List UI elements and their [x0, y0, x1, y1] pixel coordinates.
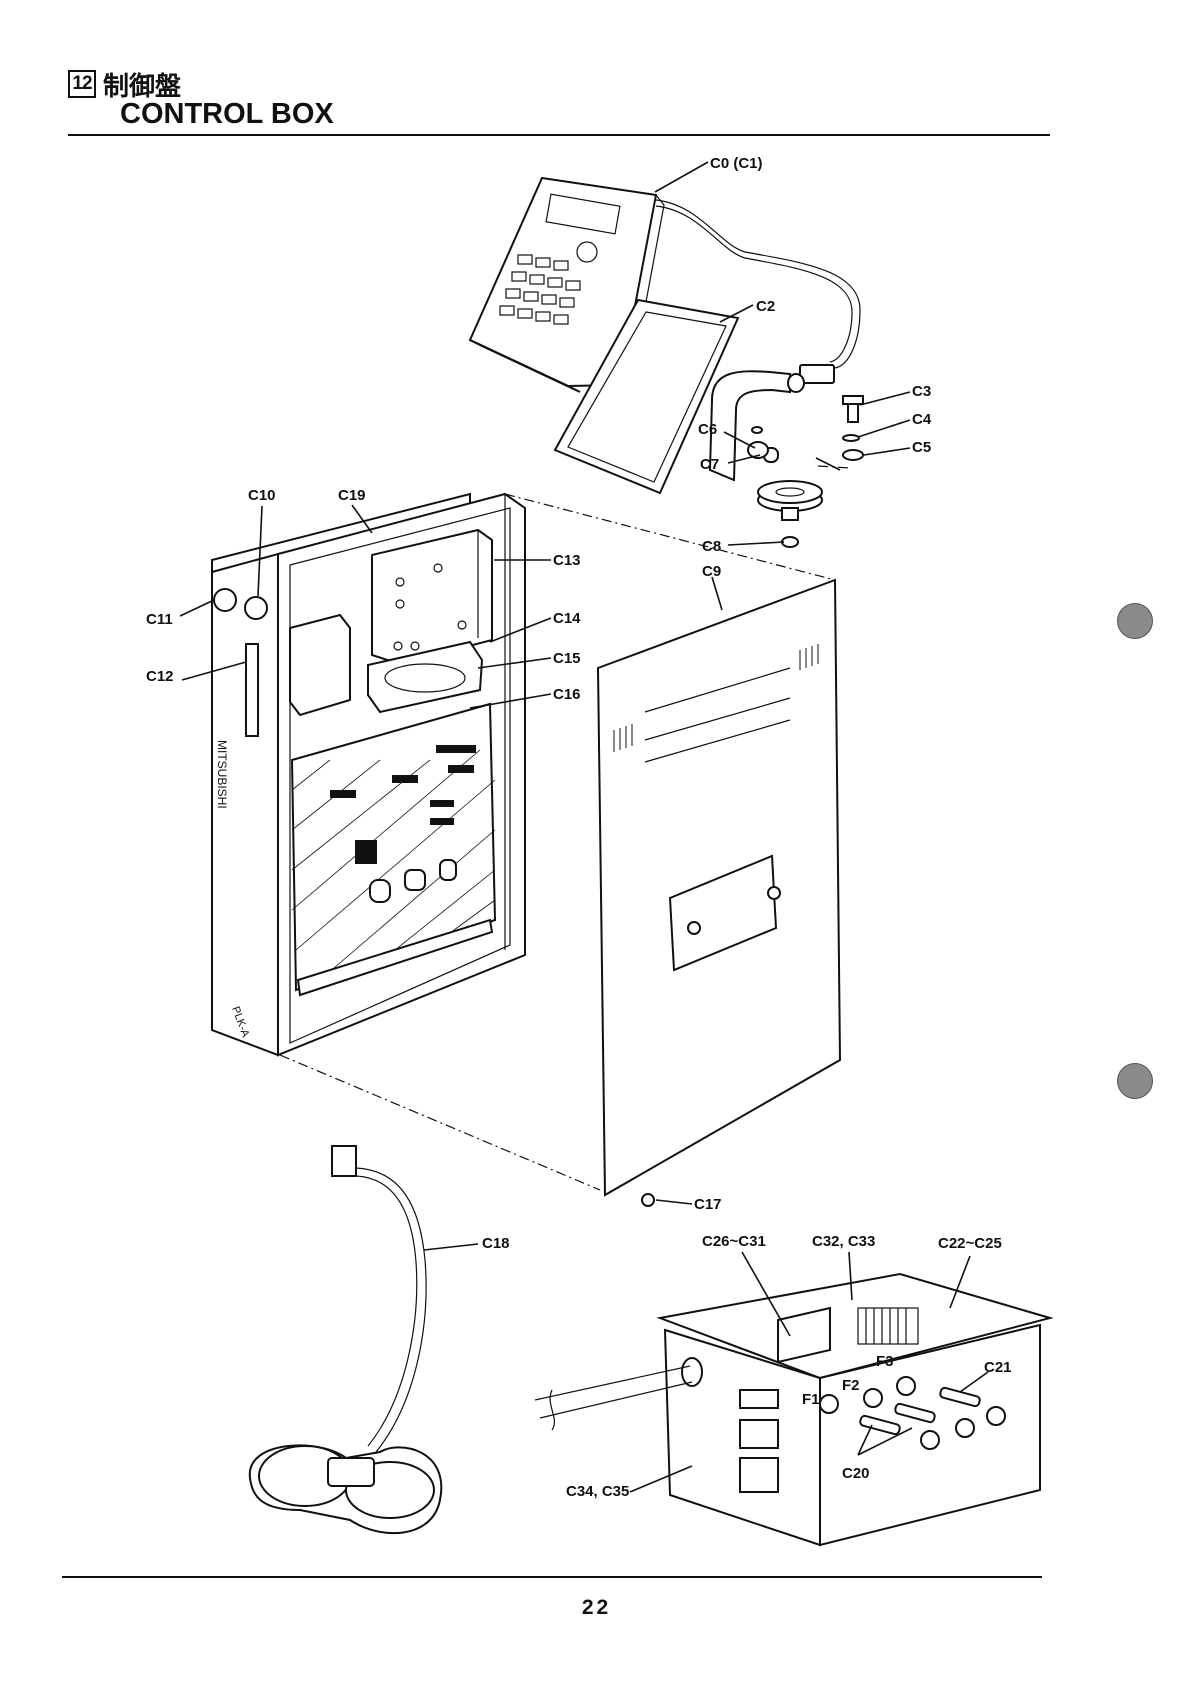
label-c10: C10 [248, 487, 276, 504]
label-c16: C16 [553, 686, 581, 703]
label-c8: C8 [702, 538, 721, 555]
label-c26-c31: C26~C31 [702, 1233, 766, 1250]
label-c34-c35: C34, C35 [566, 1483, 629, 1500]
align-line-1 [280, 1055, 600, 1190]
screw-c17 [642, 1194, 654, 1206]
label-c14: C14 [553, 610, 581, 627]
label-c21: C21 [984, 1359, 1012, 1376]
label-c20: C20 [842, 1465, 870, 1482]
label-c5: C5 [912, 439, 931, 456]
label-f2: F2 [842, 1377, 860, 1394]
label-c4: C4 [912, 411, 932, 428]
label-c18: C18 [482, 1235, 510, 1252]
label-c11: C11 [146, 611, 173, 628]
label-c3: C3 [912, 383, 931, 400]
label-c15: C15 [553, 650, 581, 667]
foot-switch [250, 1146, 442, 1533]
label-f1: F1 [802, 1391, 820, 1408]
label-c6: C6 [698, 421, 717, 438]
label-c9: C9 [702, 563, 721, 580]
power-box [535, 1274, 1050, 1545]
label-c2: C2 [756, 298, 775, 315]
back-cover [598, 580, 840, 1195]
label-c17: C17 [694, 1196, 722, 1213]
label-c12: C12 [146, 668, 174, 685]
page-number: 22 [0, 1596, 1193, 1620]
label-f3: F3 [876, 1353, 894, 1370]
label-c13: C13 [553, 552, 581, 569]
label-c32-c33: C32, C33 [812, 1233, 875, 1250]
label-c0: C0 (C1) [710, 155, 763, 172]
fasteners [748, 396, 863, 460]
label-c22-c25: C22~C25 [938, 1235, 1002, 1252]
label-c7: C7 [700, 456, 719, 473]
brand-text: MITSUBISHI [215, 740, 229, 809]
label-c19: C19 [338, 487, 366, 504]
footer-rule [62, 1576, 1042, 1578]
